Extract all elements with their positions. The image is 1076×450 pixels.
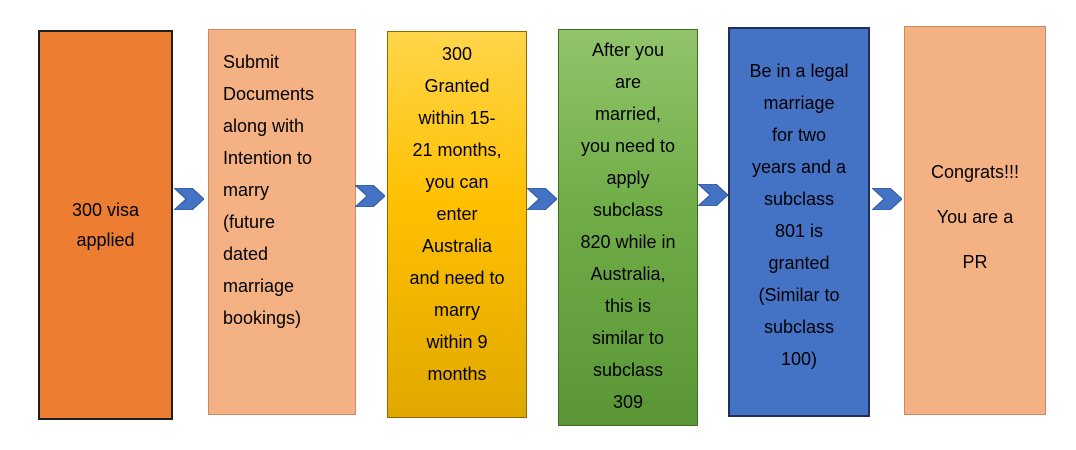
chevron-right-arrow-icon xyxy=(698,184,728,206)
step-submit-documents: Submit Documents along with Intention to… xyxy=(208,29,356,415)
step-text-line: Submit xyxy=(223,52,280,72)
step-text-line: enter xyxy=(436,204,478,224)
step-300-granted: 300 Granted within 15- 21 months, you ca… xyxy=(387,31,527,418)
step-text-line: subclass xyxy=(592,200,664,220)
step-text-line: granted xyxy=(768,253,830,273)
step-text-line: for two xyxy=(771,125,827,145)
step-text-line: you need to xyxy=(580,136,676,156)
step-text-line: (future xyxy=(223,212,276,232)
step-text-line: marry xyxy=(434,300,480,320)
step-text-line: and need to xyxy=(409,268,505,288)
step-text-line: similar to xyxy=(591,328,664,348)
step-text-line: bookings) xyxy=(223,308,302,328)
step-text-line: Australia xyxy=(421,236,493,256)
step-text-line: Congrats!!! xyxy=(930,162,1020,182)
step-text-line: marriage xyxy=(223,276,295,296)
step-text-line: subclass xyxy=(592,360,664,380)
step-text-line: subclass xyxy=(763,317,835,337)
step-text-line: 309 xyxy=(612,392,644,412)
chevron-right-arrow-icon xyxy=(174,188,204,210)
step-text-line: (Similar to xyxy=(758,285,840,305)
step-text-line: Australia, xyxy=(590,264,666,284)
step-text-line: this is xyxy=(604,296,651,316)
step-text-line: marry xyxy=(223,180,269,200)
step-text-line: 820 while in xyxy=(580,232,676,252)
step-text-line: Documents xyxy=(223,84,315,104)
step-text-line: you can xyxy=(425,172,489,192)
step-text-line: PR xyxy=(962,252,988,272)
step-text-line: married, xyxy=(594,104,661,124)
chevron-right-arrow-icon xyxy=(872,188,902,210)
step-apply-subclass-820: After you are married, you need to apply… xyxy=(558,29,698,426)
step-text-line: along with xyxy=(223,116,305,136)
step-text-line: dated xyxy=(223,244,269,264)
step-text-line: within 9 xyxy=(426,332,488,352)
step-text-line: 300 xyxy=(441,44,473,64)
step-text-line: After you xyxy=(591,40,665,60)
step-congrats-pr: Congrats!!! You are a PR xyxy=(904,26,1046,415)
step-text-line: You are a xyxy=(936,207,1014,227)
step-text-line: 801 is xyxy=(774,221,824,241)
step-text-line: 21 months, xyxy=(412,140,502,160)
step-text-line: months xyxy=(427,364,487,384)
step-text-line: years and a xyxy=(751,157,847,177)
step-text-line: Be in a legal xyxy=(749,61,849,81)
chevron-right-arrow-icon xyxy=(355,185,385,207)
step-text-line: apply xyxy=(606,168,650,188)
step-text-line: 300 visa xyxy=(71,200,140,220)
step-text-line: within 15- xyxy=(418,108,496,128)
step-text-line: marriage xyxy=(763,93,835,113)
step-text-line: Intention to xyxy=(223,148,313,168)
step-text-line: 100) xyxy=(780,349,818,369)
step-text-line: applied xyxy=(76,230,135,250)
step-text-line: Granted xyxy=(424,76,490,96)
step-300-visa-applied: 300 visa applied xyxy=(38,30,173,420)
step-text-line: subclass xyxy=(763,189,835,209)
step-text-line: are xyxy=(614,72,641,92)
step-subclass-801-granted: Be in a legal marriage for two years and… xyxy=(728,27,870,417)
chevron-right-arrow-icon xyxy=(527,188,557,210)
